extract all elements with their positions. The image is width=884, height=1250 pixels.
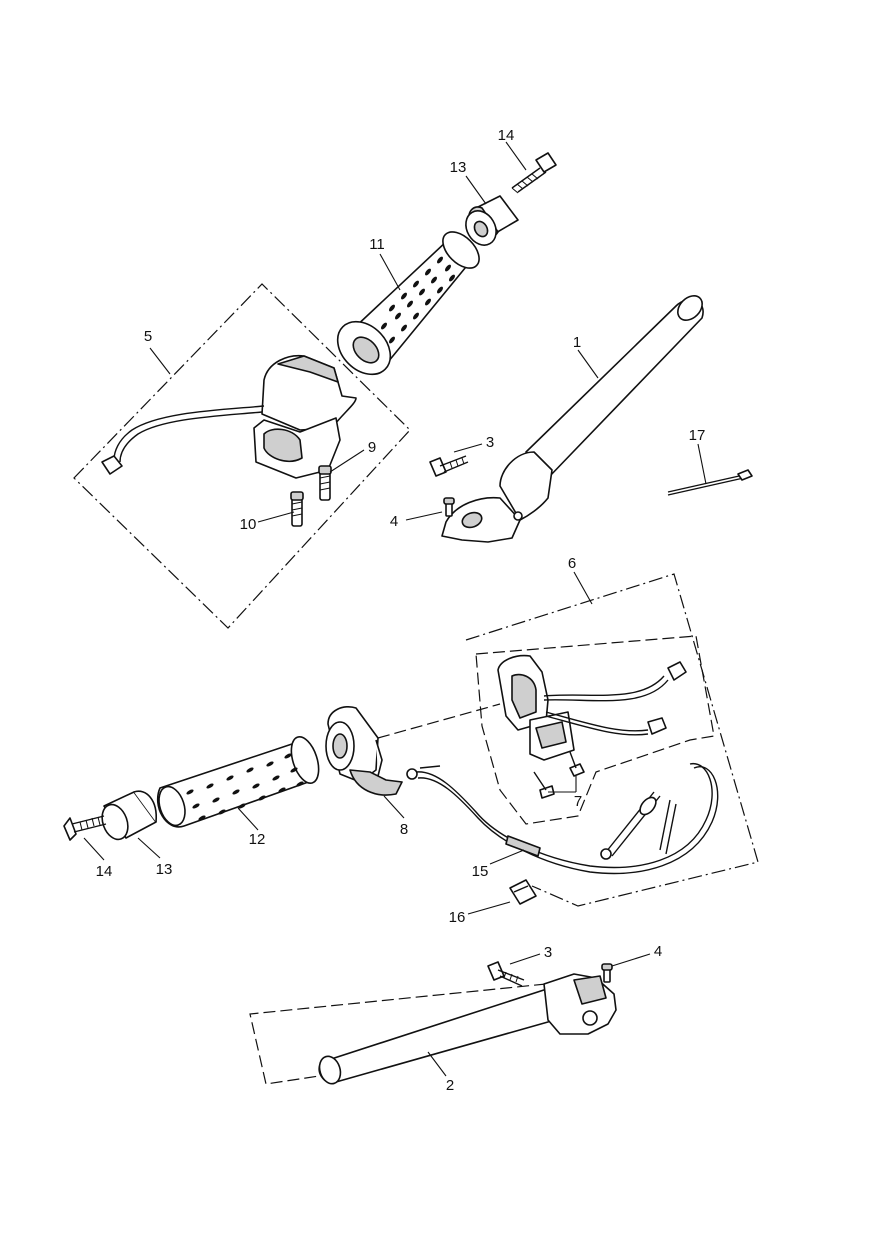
- callout-3-top: 3: [486, 434, 494, 451]
- callout-14-top: 14: [498, 127, 515, 144]
- callout-13-top: 13: [450, 159, 467, 176]
- clamp-bolt-top: [429, 455, 469, 477]
- callout-15: 15: [472, 863, 489, 880]
- callout-14-bottom: 14: [96, 863, 113, 880]
- throttle-twist-grip: [325, 706, 403, 796]
- callout-8: 10: [240, 516, 257, 533]
- callout-17: 17: [689, 427, 706, 444]
- leader-lines: [83, 141, 707, 1077]
- bar-end-weight-bottom: [101, 790, 157, 841]
- clamp-bolt-bottom: [487, 961, 525, 987]
- callout-10: 8: [400, 821, 408, 838]
- throttle-switch-connector: [377, 703, 501, 739]
- callout-5: 5: [144, 328, 152, 345]
- callout-6: 6: [568, 555, 576, 572]
- switch-screw-9a: [533, 771, 555, 799]
- pinch-screw-top: [443, 497, 455, 517]
- bar-end-screw-bottom: [63, 815, 107, 841]
- bar-end-weight-top: [465, 195, 519, 246]
- bar-end-screw-top: [511, 152, 557, 194]
- callout-4-top: 4: [390, 513, 398, 530]
- callout-3-bottom: 3: [544, 944, 552, 961]
- switch-screw-9b: [569, 751, 585, 777]
- callout-13-bottom: 13: [156, 861, 173, 878]
- callout-7: 9: [368, 439, 376, 456]
- right-handlebar: [318, 973, 617, 1085]
- throttle-cable: [406, 763, 719, 875]
- callout-12: 12: [249, 831, 266, 848]
- left-switch-group-outline: [73, 283, 411, 629]
- right-hand-grip: [156, 736, 320, 828]
- cable-clip: [509, 879, 537, 905]
- callout-4-bottom: 4: [654, 943, 662, 960]
- pinch-screw-bottom: [601, 963, 613, 983]
- left-hand-grip: [336, 231, 480, 376]
- callout-11: 11: [369, 236, 385, 253]
- right-switch-housing: [497, 654, 687, 761]
- right-handlebar-outline: [249, 983, 547, 1085]
- left-handlebar: [441, 295, 704, 543]
- switch-screw-8: [290, 491, 304, 527]
- switch-screw-7: [318, 465, 332, 501]
- callout-2: 2: [446, 1077, 454, 1094]
- callout-1: 1: [573, 334, 581, 351]
- callout-9: 7: [574, 793, 582, 810]
- left-switch-housing: [101, 354, 357, 479]
- cable-tie: [667, 469, 753, 496]
- right-switch-inner-outline: [475, 635, 715, 825]
- callout-16: 16: [449, 909, 466, 926]
- right-switch-group-outline: [465, 573, 759, 907]
